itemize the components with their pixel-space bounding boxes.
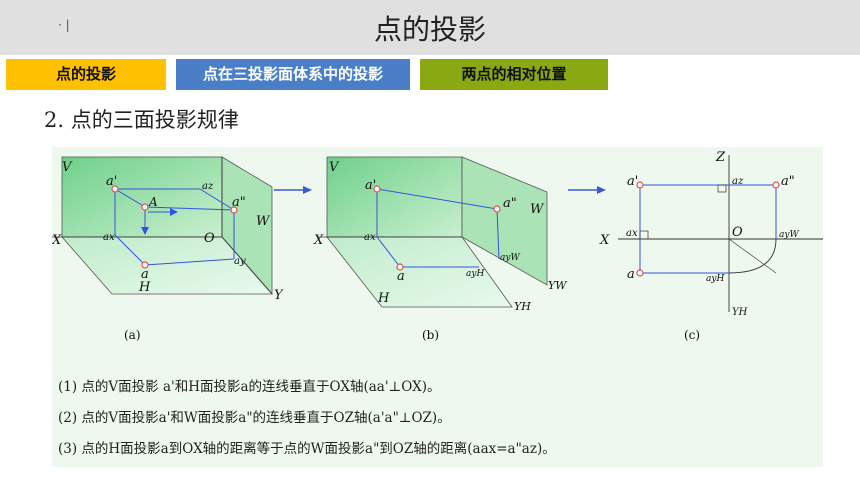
label-ay: ay: [234, 256, 246, 267]
caption-c: (c): [684, 328, 700, 342]
label-w-b: W: [530, 202, 545, 217]
label-w: W: [256, 214, 271, 229]
label-yh-c: YH: [732, 307, 748, 318]
label-ayh-c: ayH: [706, 274, 724, 284]
label-a-prime-b: a': [365, 178, 376, 193]
rule-1: (1) 点的V面投影 a'和H面投影a的连线垂直于OX轴(aa'⊥OX)。: [58, 379, 441, 395]
label-ax-c: ax: [626, 228, 638, 239]
label-z-c: Z: [715, 150, 726, 165]
v-plane-b: [326, 156, 463, 238]
label-ayw-c: ayW: [779, 230, 799, 240]
label-x: X: [52, 233, 62, 248]
label-x-c: X: [599, 233, 610, 248]
section-subtitle: 2. 点的三面投影规律: [44, 108, 239, 132]
label-v: V: [62, 160, 73, 175]
label-a-double-prime-c: a": [781, 174, 795, 189]
figure-a: V W X O Y H a' az A a" ax a ay (a): [52, 156, 284, 342]
label-h: H: [138, 280, 151, 295]
label-a-b: a: [397, 269, 405, 284]
label-a-prime: a': [106, 174, 117, 189]
figure-c: Z X O ayW YH a' az a" ax a ayH (c): [599, 150, 823, 342]
header-marks: · |: [58, 18, 70, 32]
label-y: Y: [274, 288, 284, 303]
rule-2: (2) 点的V面投影a'和W面投影a"的连线垂直于OZ轴(a'a"⊥OZ)。: [58, 410, 451, 426]
projection-figure-panel: V W X O Y H a' az A a" ax a ay (a): [52, 147, 823, 467]
caption-b: (b): [422, 328, 439, 342]
label-yh-b: YH: [514, 300, 531, 313]
label-a-prime-c: a': [627, 174, 638, 189]
rule-3: (3) 点的H面投影a到OX轴的距离等于点的W面投影a"到OZ轴的距离(aax=…: [58, 441, 556, 457]
label-o: O: [204, 231, 215, 246]
tab-three-plane-system[interactable]: 点在三投影面体系中的投影: [176, 59, 410, 90]
label-ayh-b: ayH: [466, 269, 484, 279]
caption-a: (a): [124, 328, 141, 342]
label-ax: ax: [103, 232, 115, 243]
label-yw-b: YW: [548, 279, 568, 292]
projection-diagrams: V W X O Y H a' az A a" ax a ay (a): [52, 150, 823, 342]
label-h-b: H: [377, 291, 390, 306]
label-A: A: [148, 195, 158, 209]
tab-point-projection[interactable]: 点的投影: [6, 59, 166, 90]
label-x-b: X: [313, 233, 324, 248]
label-ax-b: ax: [364, 232, 376, 243]
label-az: az: [202, 181, 214, 192]
tab-relative-position[interactable]: 两点的相对位置: [420, 59, 608, 90]
label-a-c: a: [627, 267, 635, 282]
label-v-b: V: [329, 160, 340, 175]
arrow-a-b: [274, 186, 312, 194]
label-a-double-prime-b: a": [503, 196, 517, 211]
label-a: a: [141, 267, 149, 282]
title-bar: · | 点的投影: [0, 0, 860, 55]
page-title: 点的投影: [373, 13, 486, 46]
label-a-double-prime: a": [232, 195, 246, 210]
projection-rules: (1) 点的V面投影 a'和H面投影a的连线垂直于OX轴(aa'⊥OX)。 (2…: [58, 372, 556, 465]
w-plane-b: [461, 156, 548, 286]
arrow-b-c: [568, 186, 606, 194]
v-plane: [61, 156, 223, 238]
label-az-c: az: [732, 176, 744, 187]
label-ayw-b: ayW: [500, 253, 520, 263]
figure-b: V W X H YW YH a' a" ax a ayH ayW (b): [313, 156, 568, 342]
label-o-c: O: [732, 225, 743, 240]
